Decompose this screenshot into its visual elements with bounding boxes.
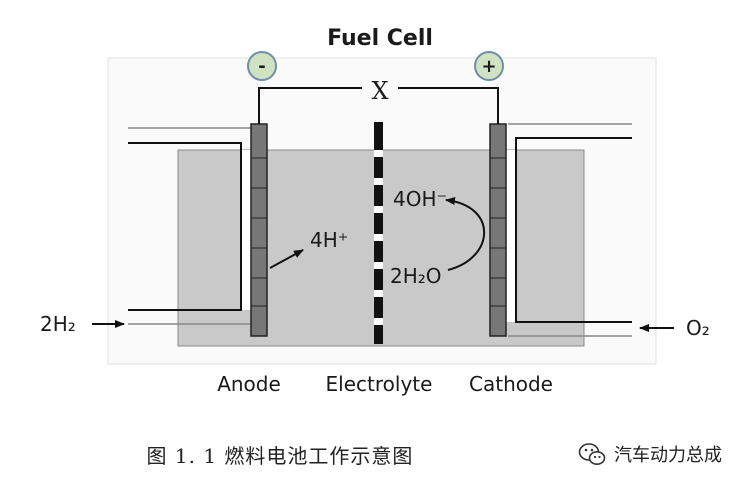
proton-arrow: [269, 249, 304, 269]
hydroxide-label: 4OH⁻: [393, 187, 447, 211]
cathode-gas-lines: [508, 123, 632, 337]
anode-gas-lines: [128, 127, 251, 325]
anode-label: Anode: [217, 372, 281, 396]
positive-terminal-label: +: [481, 56, 496, 77]
chat-bubbles-icon: [578, 443, 606, 465]
cathode-electrode: [489, 123, 507, 337]
electrolyte-label: Electrolyte: [326, 372, 433, 396]
oxygen-label: O₂: [686, 316, 710, 340]
hydrogen-label: 2H₂: [40, 312, 76, 336]
watermark: 汽车动力总成: [578, 440, 722, 468]
anode-gas-channel: [241, 150, 251, 310]
proton-label: 4H⁺: [310, 228, 348, 252]
negative-terminal-label: -: [258, 56, 265, 77]
figure-caption: 图 1. 1 燃料电池工作示意图: [146, 444, 414, 468]
anode-electrode: [250, 123, 268, 337]
positive-terminal: +: [474, 51, 504, 81]
cathode-gas-channel: [506, 150, 516, 322]
diagram-title: Fuel Cell: [327, 26, 433, 51]
reaction-arrow: [445, 197, 485, 271]
watermark-text: 汽车动力总成: [614, 445, 722, 466]
cathode-label: Cathode: [469, 372, 553, 396]
load-label: X: [371, 77, 388, 105]
external-wire-right: [398, 87, 499, 124]
water-label: 2H₂O: [390, 264, 442, 288]
electrolyte-membrane: [374, 122, 383, 344]
external-wire-left: [258, 87, 362, 124]
negative-terminal: -: [247, 51, 277, 81]
